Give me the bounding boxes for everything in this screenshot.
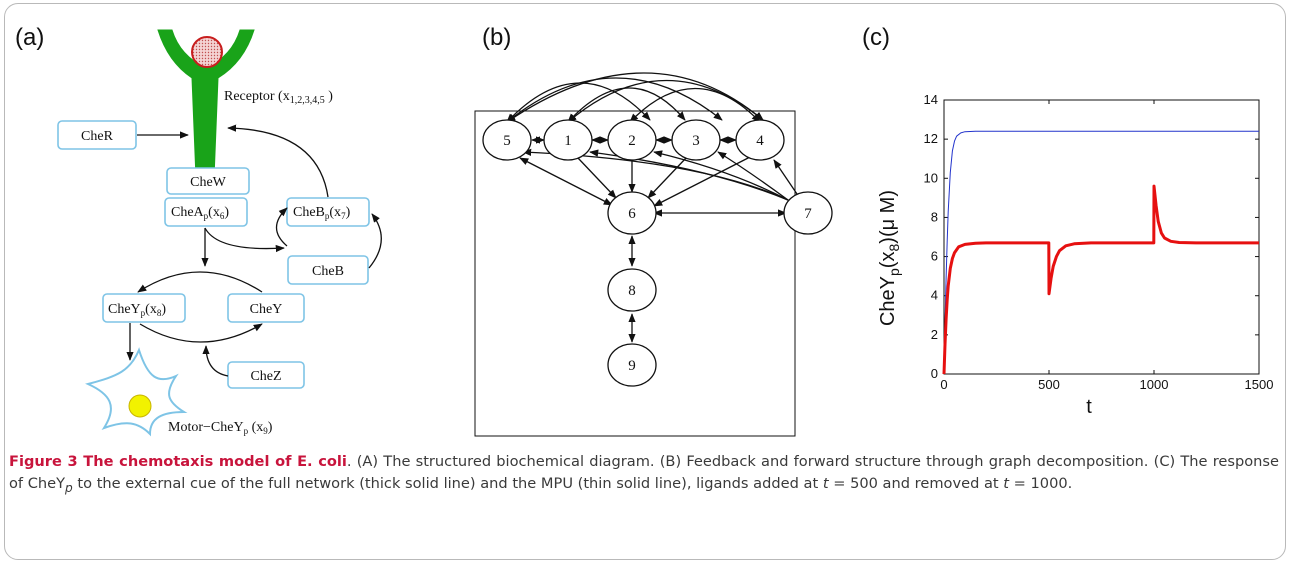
receptor-shape — [157, 29, 255, 179]
panel-label-a: (a) — [15, 24, 45, 51]
x-tick-label-0: 0 — [940, 377, 947, 392]
chew-box — [166, 167, 250, 195]
figure-frame — [4, 3, 1286, 560]
caption-t2: t — [1003, 475, 1010, 492]
x-tick-label-3: 1500 — [1245, 377, 1274, 392]
motor-core — [128, 394, 152, 418]
node-2-label: 2 — [628, 133, 636, 149]
chey-box — [227, 293, 305, 323]
x-tick-label-2: 1000 — [1140, 377, 1169, 392]
chea-box — [164, 197, 248, 227]
y-tick-label-4: 8 — [931, 209, 938, 224]
node-2 — [607, 119, 657, 161]
node-6-label: 6 — [628, 206, 636, 222]
node-8 — [607, 268, 657, 312]
caption-t1-val: = 500 and removed at — [828, 475, 1004, 492]
figure-label: Figure 3 The chemotaxis model of E. coli — [9, 453, 347, 470]
caption-text-1: . (A) The structured biochemical diagram… — [9, 453, 1279, 492]
node-4 — [735, 119, 785, 161]
cheb-label: CheB — [312, 264, 344, 279]
arrow-cheb-chebp-right — [368, 213, 382, 269]
arrow-chebp-receptor — [227, 124, 329, 198]
cher-box — [57, 120, 137, 150]
chey-label: CheY — [250, 302, 283, 317]
cheyp-label: CheYp(x8) — [108, 302, 166, 318]
arrow-cheyp-chey — [139, 323, 263, 343]
chart-ylabel: CheYp(x8)(μ M) — [877, 190, 902, 326]
node-1-label: 1 — [564, 133, 572, 149]
chebp-label: CheBp(x7) — [293, 205, 351, 221]
arrow-chea-cheb — [204, 227, 285, 253]
y-tick-label-3: 6 — [931, 249, 938, 264]
y-tick-label-6: 12 — [924, 131, 938, 146]
caption-sub-p: p — [65, 480, 73, 495]
chez-label: CheZ — [250, 369, 281, 384]
node-9-label: 9 — [628, 358, 636, 374]
arrow-cheb-chebp-left — [275, 207, 288, 247]
series-line-1 — [942, 184, 1259, 375]
caption-t2-val: = 1000. — [1009, 475, 1073, 492]
y-tick-label-5: 10 — [924, 170, 938, 185]
motor-cell — [85, 347, 188, 437]
node-6 — [607, 191, 657, 235]
panel-a-diagram: Receptor (x1,2,3,4,5 ) CheR CheW CheAp(x… — [57, 29, 382, 437]
motor-label: Motor−CheYp (x9) — [168, 420, 273, 436]
chew-label: CheW — [190, 175, 227, 190]
receptor-label-close: ) — [325, 89, 334, 104]
panel-label-c: (c) — [862, 24, 890, 51]
chez-box — [227, 361, 305, 389]
plot-frame — [943, 99, 1260, 375]
node-5 — [482, 119, 532, 161]
cheyp-box — [102, 293, 186, 323]
panel-c-chart: CheYp(x8)(μ M) t 0 500 1000 1500 0 2 4 6 8 10 12 14 — [877, 92, 1274, 418]
y-tick-label-7: 14 — [924, 92, 938, 107]
receptor-label: Receptor (x — [224, 89, 290, 104]
node-3-label: 3 — [692, 133, 700, 149]
chart-xlabel: t — [1086, 396, 1092, 418]
x-tick-label-1: 500 — [1038, 377, 1060, 392]
svg-text:Receptor (x1,2,3,4,5 ): Receptor (x1,2,3,4,5 ) — [224, 89, 333, 106]
node-7-label: 7 — [804, 206, 812, 222]
panel-label-b: (b) — [482, 24, 512, 51]
node-4-label: 4 — [756, 133, 764, 149]
panel-b-graph: 5 1 2 3 4 6 7 8 9 — [474, 72, 833, 437]
cher-label: CheR — [81, 129, 114, 144]
receptor-label-sub: 1,2,3,4,5 — [290, 95, 325, 106]
chea-label: CheAp(x6) — [171, 205, 229, 221]
arrow-chey-cheyp — [137, 271, 263, 293]
caption-text-2: to the external cue of the full network … — [72, 475, 823, 492]
y-tick-label-0: 0 — [931, 366, 938, 381]
node-5-label: 5 — [503, 133, 511, 149]
graph-box — [474, 110, 796, 437]
y-tick-label-2: 4 — [931, 288, 938, 303]
figure-caption: Figure 3 The chemotaxis model of E. coli… — [9, 451, 1279, 499]
caption-t1: t — [822, 475, 829, 492]
node-9 — [607, 343, 657, 387]
ligand-circle — [191, 36, 223, 68]
node-1 — [543, 119, 593, 161]
node-8-label: 8 — [628, 283, 636, 299]
series-line-0 — [943, 130, 1259, 375]
cheb-box — [287, 255, 369, 285]
node-3 — [671, 119, 721, 161]
y-tick-label-1: 2 — [931, 327, 938, 342]
node-7 — [783, 191, 833, 235]
arrow-chez — [202, 345, 229, 377]
